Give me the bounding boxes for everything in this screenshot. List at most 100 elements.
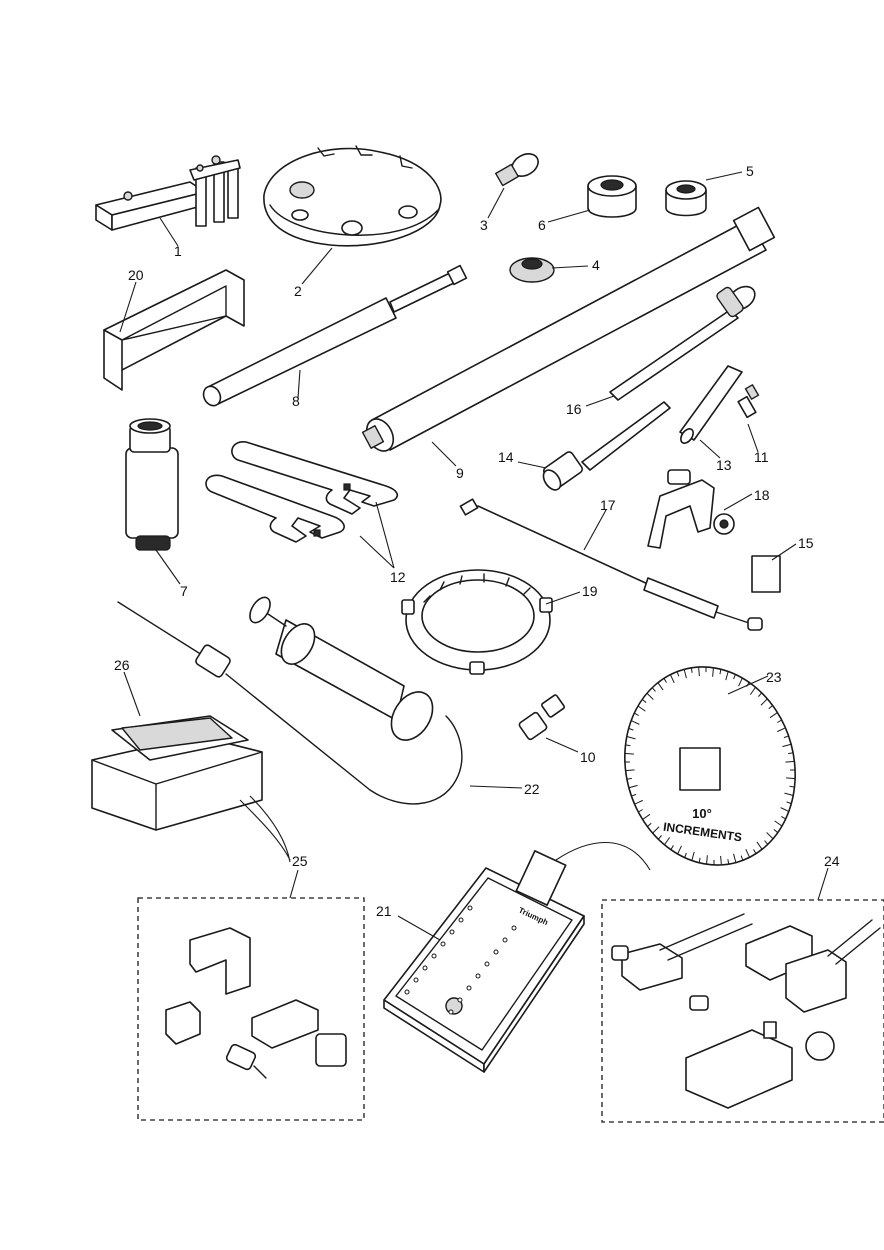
disc-tick-mark bbox=[777, 727, 786, 733]
callout-8: 8 bbox=[292, 393, 300, 409]
disc-tick-mark bbox=[664, 837, 671, 846]
part-22-tool bbox=[117, 596, 463, 805]
disc-tick-mark bbox=[786, 801, 792, 805]
disc-tick-mark bbox=[773, 829, 779, 834]
disc-tick-mark bbox=[786, 777, 796, 780]
disc-tick-mark bbox=[624, 752, 634, 755]
callout-17: 17 bbox=[600, 497, 616, 513]
disc-tick-mark bbox=[784, 792, 794, 796]
disc-tick-mark bbox=[719, 669, 722, 675]
disc-tick-mark bbox=[638, 809, 643, 813]
disc-tick-mark bbox=[764, 840, 769, 845]
tester-led bbox=[458, 917, 464, 923]
disc-tick-mark bbox=[641, 698, 647, 703]
part-15-tool bbox=[751, 555, 781, 593]
tester-led bbox=[475, 973, 481, 979]
callout-22: 22 bbox=[524, 781, 540, 797]
part-1-tool bbox=[95, 155, 241, 231]
callout-26: 26 bbox=[114, 657, 130, 673]
disc-tick-mark bbox=[756, 841, 763, 850]
disc-tick-mark bbox=[788, 752, 794, 755]
disc-tick-mark bbox=[657, 682, 664, 691]
part-6-tool bbox=[587, 175, 637, 218]
callout-4: 4 bbox=[592, 257, 600, 273]
disc-tick-mark bbox=[780, 807, 790, 812]
callout-23: 23 bbox=[766, 669, 782, 685]
tester-led bbox=[413, 977, 419, 983]
callout-labels: 1 2 3 4 5 6 7 8 9 10 11 12 13 14 15 16 1… bbox=[114, 163, 840, 919]
part-13-tool bbox=[679, 365, 743, 444]
part-11-tool bbox=[737, 384, 760, 419]
part-20-tool bbox=[103, 269, 245, 391]
disc-tick-mark bbox=[712, 667, 714, 677]
disc-tick-mark bbox=[785, 760, 795, 763]
disc-tick-mark bbox=[626, 777, 632, 780]
callout-21: 21 bbox=[376, 903, 392, 919]
disc-tick-mark bbox=[698, 667, 700, 677]
disc-tick-mark bbox=[733, 674, 736, 680]
disc-tick-mark bbox=[628, 727, 634, 731]
part-25-kit bbox=[165, 927, 347, 1079]
part-24-kit bbox=[611, 913, 881, 1109]
disc-tick-mark bbox=[738, 677, 743, 687]
disc-tick-mark bbox=[630, 720, 640, 725]
tester-led bbox=[440, 941, 446, 947]
disc-tick-mark bbox=[670, 845, 674, 850]
disc-tick-mark bbox=[651, 687, 656, 692]
disc-tick-mark bbox=[647, 822, 652, 827]
disc-tick-mark bbox=[725, 671, 729, 681]
part-16-tool bbox=[609, 285, 756, 401]
callout-16: 16 bbox=[566, 401, 582, 417]
tester-led bbox=[448, 1009, 454, 1015]
disc-tick-mark bbox=[740, 855, 744, 861]
disc-tick-mark bbox=[774, 820, 783, 827]
disc-tick-mark bbox=[720, 855, 722, 865]
tester-led bbox=[511, 925, 517, 931]
callout-18: 18 bbox=[754, 487, 770, 503]
disc-tick-mark bbox=[634, 799, 643, 805]
part-9-tool bbox=[361, 206, 776, 452]
tester-led bbox=[449, 929, 455, 935]
disc-tick-mark bbox=[706, 855, 708, 865]
callout-5: 5 bbox=[746, 163, 754, 179]
disc-tick-mark bbox=[642, 813, 651, 820]
disc-tick-mark bbox=[652, 826, 660, 834]
disc-tick-mark bbox=[760, 698, 768, 706]
disc-tick-mark bbox=[698, 857, 701, 863]
callout-24: 24 bbox=[824, 853, 840, 869]
part-19-tool bbox=[401, 569, 553, 675]
part-2-tool bbox=[263, 145, 442, 247]
part-7-tool bbox=[125, 418, 179, 551]
tester-led bbox=[484, 961, 490, 967]
disc-tick-mark bbox=[766, 832, 774, 840]
disc-tick-mark bbox=[637, 705, 646, 712]
part-17-tool bbox=[459, 498, 763, 631]
disc-tick-mark bbox=[777, 719, 782, 723]
disc-tick-mark bbox=[634, 712, 639, 717]
tester-led bbox=[422, 965, 428, 971]
callout-2: 2 bbox=[294, 283, 302, 299]
part-10-tool bbox=[518, 694, 565, 741]
callout-6: 6 bbox=[538, 217, 546, 233]
disc-tick-mark bbox=[631, 793, 637, 797]
disc-tick-mark bbox=[663, 678, 667, 683]
part-23-degree-disc: 10° INCREMENTS bbox=[624, 666, 796, 866]
tester-led bbox=[502, 937, 508, 943]
disc-tick-mark bbox=[676, 671, 680, 677]
disc-tick-mark bbox=[749, 686, 756, 695]
disc-tick-mark bbox=[769, 712, 778, 719]
tester-led bbox=[404, 989, 410, 995]
disc-tick-mark bbox=[628, 784, 638, 789]
disc-tick-mark bbox=[691, 851, 695, 861]
callout-15: 15 bbox=[798, 535, 814, 551]
disc-tick-mark bbox=[783, 735, 789, 739]
disc-tick-mark bbox=[781, 815, 786, 820]
disc-tick-mark bbox=[683, 669, 687, 679]
callout-11: 11 bbox=[754, 449, 769, 465]
tester-led bbox=[431, 953, 437, 959]
disc-tick-mark bbox=[626, 736, 636, 740]
disc-tick-mark bbox=[684, 852, 687, 858]
disc-tick-mark bbox=[669, 674, 675, 684]
callout-9: 9 bbox=[456, 465, 464, 481]
